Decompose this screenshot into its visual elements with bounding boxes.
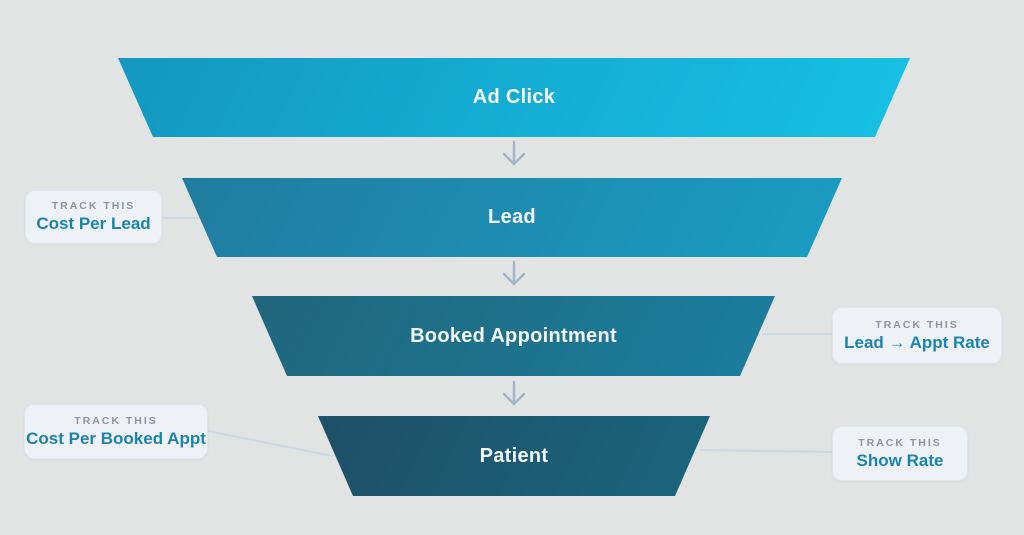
down-arrow-icon — [502, 140, 526, 166]
connector-cost-per-booked-appt — [207, 430, 334, 457]
stage-label-patient: Patient — [479, 444, 549, 467]
connector-show-rate — [699, 449, 834, 453]
callout-metric: Show Rate — [856, 450, 944, 470]
callout-cost-per-lead: TRACK THIS Cost Per Lead — [25, 190, 162, 244]
callout-metric: Cost Per Lead — [36, 214, 151, 233]
callout-eyebrow: TRACK THIS — [858, 436, 942, 449]
funnel-stage-lead: Lead — [182, 178, 842, 257]
funnel-stage-booked-appointment: Booked Appointment — [252, 296, 775, 376]
callout-show-rate: TRACK THIS Show Rate — [832, 426, 968, 481]
callout-eyebrow: TRACK THIS — [74, 414, 158, 427]
down-arrow-icon — [502, 380, 526, 406]
funnel-stage-ad-click: Ad Click — [118, 58, 910, 137]
callout-metric: Cost Per Booked Appt — [26, 428, 206, 448]
callout-eyebrow: TRACK THIS — [875, 318, 959, 331]
stage-label-booked-appointment: Booked Appointment — [410, 324, 617, 347]
down-arrow-icon — [502, 260, 526, 286]
stage-label-lead: Lead — [488, 206, 536, 228]
stage-label-ad-click: Ad Click — [472, 86, 556, 108]
callout-eyebrow: TRACK THIS — [51, 200, 136, 212]
funnel-stage-patient: Patient — [318, 416, 710, 496]
callout-metric: Lead → Appt Rate — [844, 332, 990, 352]
callout-cost-per-booked-appt: TRACK THIS Cost Per Booked Appt — [24, 404, 208, 459]
callout-lead-appt-rate: TRACK THIS Lead → Appt Rate — [832, 307, 1002, 364]
